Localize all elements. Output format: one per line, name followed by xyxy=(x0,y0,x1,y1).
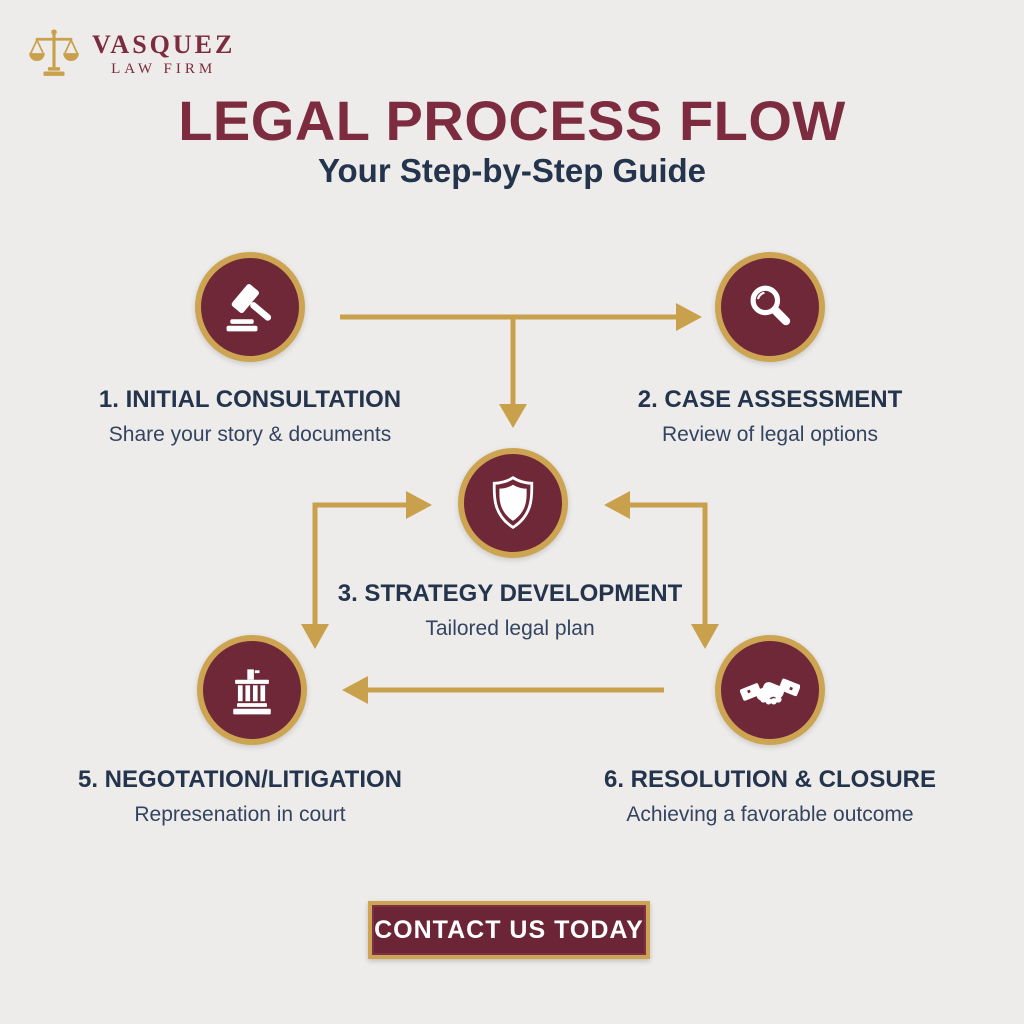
courthouse-icon xyxy=(233,669,271,715)
step3-label: 3. STRATEGY DEVELOPMENT Tailored legal p… xyxy=(300,580,720,641)
step5-title: 5. NEGOTATION/LITIGATION xyxy=(78,766,402,793)
step1-circle xyxy=(195,252,305,362)
page-title: LEGAL PROCESS FLOW xyxy=(178,89,846,152)
step6-subtitle: Achieving a favorable outcome xyxy=(626,802,914,826)
step1-title: 1. INITIAL CONSULTATION xyxy=(98,386,402,413)
step6-title: 6. RESOLUTION & CLOSURE xyxy=(603,766,937,793)
step2-subtitle: Review of legal options xyxy=(662,422,878,446)
step1-label: 1. INITIAL CONSULTATION Share your story… xyxy=(60,386,440,447)
brand-name: VASQUEZ xyxy=(92,29,236,59)
contact-us-button[interactable]: CONTACT US TODAY xyxy=(368,901,650,959)
step1-subtitle: Share your story & documents xyxy=(108,422,392,446)
magnifying-glass-icon xyxy=(750,285,791,326)
handshake-icon xyxy=(740,678,800,705)
step5-circle xyxy=(197,635,307,745)
step3-subtitle: Tailored legal plan xyxy=(425,616,595,640)
step2-label: 2. CASE ASSESSMENT Review of legal optio… xyxy=(590,386,950,447)
step3-title: 3. STRATEGY DEVELOPMENT xyxy=(337,580,683,607)
step5-label: 5. NEGOTATION/LITIGATION Represenation i… xyxy=(50,766,430,827)
page-subtitle: Your Step-by-Step Guide xyxy=(317,152,707,189)
step5-subtitle: Represenation in court xyxy=(134,802,346,826)
step6-circle xyxy=(715,635,825,745)
scales-of-justice-icon xyxy=(29,29,79,76)
brand-logo: VASQUEZ LAW FIRM xyxy=(26,26,235,82)
gavel-icon xyxy=(226,284,272,332)
brand-subname: LAW FIRM xyxy=(111,60,217,77)
step2-title: 2. CASE ASSESSMENT xyxy=(637,386,903,413)
step6-label: 6. RESOLUTION & CLOSURE Achieving a favo… xyxy=(570,766,970,827)
shield-icon xyxy=(492,475,534,530)
step3-circle xyxy=(458,448,568,558)
step2-circle xyxy=(715,252,825,362)
